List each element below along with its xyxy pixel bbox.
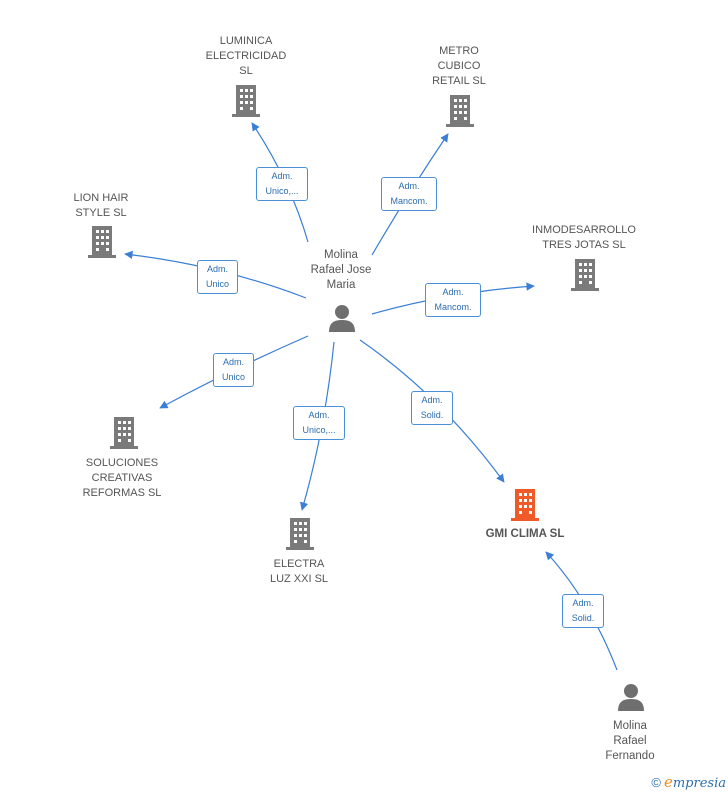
node-lion-hair-style[interactable]: LION HAIR STYLE SL — [73, 192, 129, 219]
edge-label-soluciones: Adm. Unico — [213, 353, 254, 387]
node-gmi-clima[interactable]: GMI CLIMA SL — [485, 528, 565, 540]
building-icon — [511, 489, 539, 521]
node-soluciones-creativas-reformas[interactable]: SOLUCIONES CREATIVAS REFORMAS SL — [82, 457, 162, 499]
node-molina-rafael-jose-maria[interactable]: Molina Rafael Jose Maria — [310, 249, 372, 291]
node-inmodesarrollo-tres-jotas[interactable]: INMODESARROLLO TRES JOTAS SL — [532, 224, 636, 251]
brand-initial: e — [663, 773, 673, 791]
edge-label-metro-cubico: Adm. Mancom. — [381, 177, 437, 211]
node-luminica-electricidad[interactable]: LUMINICA ELECTRICIDAD SL — [205, 35, 287, 77]
edge-label-electra: Adm. Unico,... — [293, 406, 345, 440]
edge-label-lion-hair: Adm. Unico — [197, 260, 238, 294]
building-icon — [88, 226, 116, 258]
icons — [88, 85, 644, 711]
edge-label-fernando-gmi: Adm. Solid. — [562, 594, 604, 628]
building-icon — [286, 518, 314, 550]
building-icon — [571, 259, 599, 291]
empresia-logo[interactable]: ©empresia — [651, 773, 726, 791]
node-molina-rafael-fernando[interactable]: Molina Rafael Fernando — [605, 720, 655, 762]
edge-label-gmi-clima: Adm. Solid. — [411, 391, 453, 425]
edges — [124, 122, 618, 671]
copyright-symbol: © — [651, 775, 661, 790]
person-icon — [329, 305, 355, 332]
edge-label-inmodesarrollo: Adm. Mancom. — [425, 283, 481, 317]
building-icon — [232, 85, 260, 117]
node-electra-luz-xxi[interactable]: ELECTRA LUZ XXI SL — [269, 558, 329, 585]
brand-name: mpresia — [672, 776, 726, 791]
node-metro-cubico-retail[interactable]: METRO CUBICO RETAIL SL — [432, 45, 486, 87]
building-icon — [446, 95, 474, 127]
person-icon — [618, 684, 644, 711]
building-icon — [110, 417, 138, 449]
edge-label-luminica: Adm. Unico,... — [256, 167, 308, 201]
